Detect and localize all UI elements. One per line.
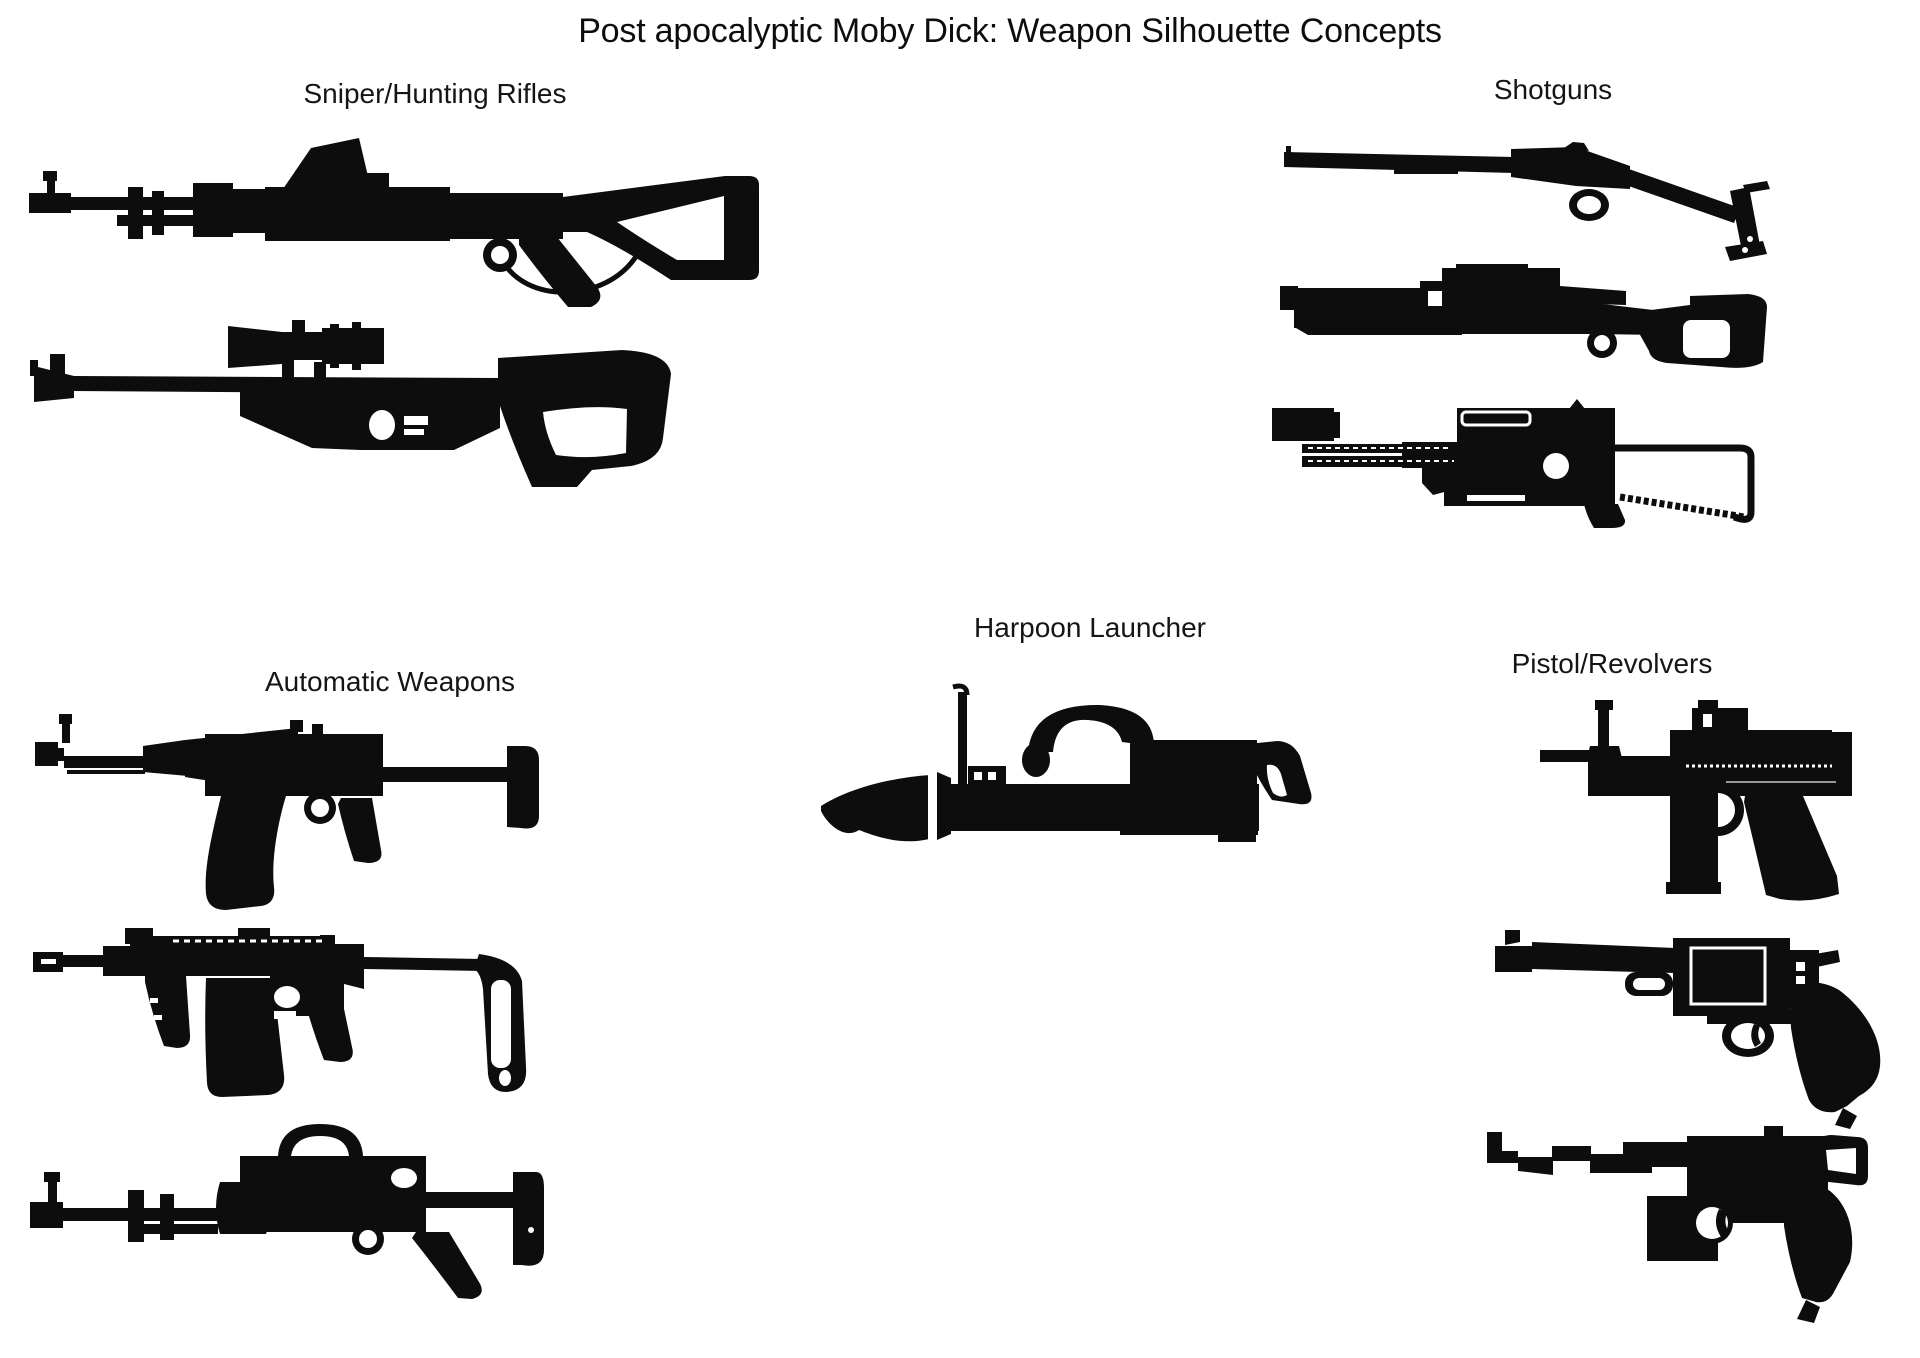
silhouette-broomhandle-pistol-stock-ring bbox=[1483, 1126, 1883, 1336]
group-label-pistol-revolvers: Pistol/Revolvers bbox=[1511, 648, 1713, 679]
group-label-harpoon-launcher: Harpoon Launcher bbox=[974, 612, 1206, 643]
silhouette-machine-pistol-optic bbox=[1540, 698, 1870, 908]
page-title: Post apocalyptic Moby Dick: Weapon Silho… bbox=[578, 12, 1442, 50]
silhouette-pump-shotgun-thumbhole-stock bbox=[1280, 262, 1770, 374]
group-label-sniper-hunting-rifles: Sniper/Hunting Rifles bbox=[303, 78, 567, 109]
silhouette-scoped-hunting-rifle bbox=[30, 320, 680, 505]
silhouette-harpoon-launcher bbox=[820, 682, 1320, 877]
silhouette-light-machine-gun-ring-optic bbox=[30, 1122, 550, 1317]
silhouette-carbine-folding-stock bbox=[33, 928, 548, 1118]
silhouette-break-action-pipe-shotgun bbox=[1278, 142, 1778, 262]
silhouette-ak-rifle-skeleton-stock bbox=[35, 710, 540, 915]
group-label-automatic-weapons: Automatic Weapons bbox=[264, 666, 516, 697]
silhouette-skeleton-stock-battle-rifle bbox=[25, 135, 759, 310]
silhouette-auto-shotgun-wire-stock bbox=[1272, 398, 1758, 528]
group-label-shotguns: Shotguns bbox=[1493, 74, 1613, 105]
silhouette-long-barrel-revolver-pistol bbox=[1495, 928, 1885, 1133]
